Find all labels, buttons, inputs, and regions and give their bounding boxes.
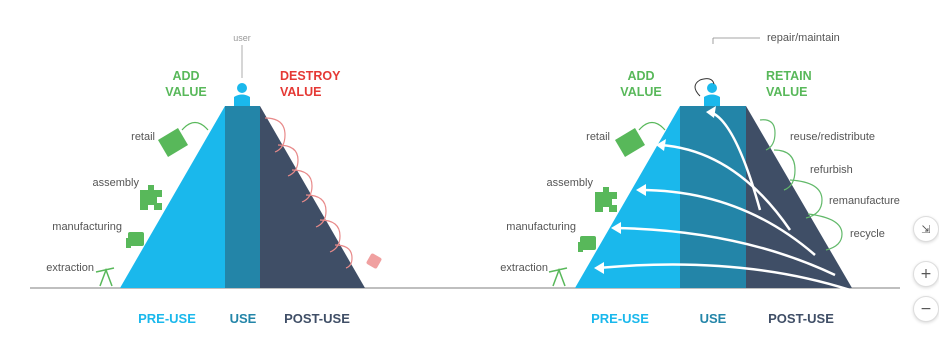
right-return-arrows [597, 110, 851, 292]
left-pre-use-section [120, 106, 225, 288]
right-retain-loops [759, 119, 843, 251]
right-loop-recycle: recycle [850, 228, 885, 240]
right-process-manufacturing: manufacturing [506, 221, 576, 233]
right-post-use-section [746, 106, 852, 288]
left-retail-tag-icon [158, 121, 209, 157]
right-stage-pre-use: PRE-USE [591, 311, 649, 326]
left-waste-tag-icon [366, 253, 382, 269]
right-assembly-puzzle-icon [595, 187, 617, 212]
compress-icon: ⇲ [921, 222, 931, 236]
left-destroy-value-line2: VALUE [280, 85, 321, 99]
left-process-retail: retail [131, 131, 155, 143]
left-user-body [234, 94, 250, 106]
right-repair-loop-arrow [694, 78, 715, 97]
right-retail-tag-icon [615, 121, 666, 157]
left-user-icon [237, 83, 247, 93]
plus-icon: + [920, 266, 932, 282]
right-process-assembly: assembly [547, 177, 594, 189]
right-add-value-line1: ADD [627, 69, 654, 83]
left-stage-use: USE [230, 311, 257, 326]
right-process-extraction: extraction [500, 262, 548, 274]
left-assembly-puzzle-icon [140, 185, 162, 210]
right-manufacturing-hand-icon [578, 236, 596, 252]
minus-icon: − [920, 301, 932, 317]
zoom-in-button[interactable]: + [913, 261, 939, 287]
fit-screen-button[interactable]: ⇲ [913, 216, 939, 242]
left-extraction-pump-icon [95, 267, 115, 287]
zoom-out-button[interactable]: − [913, 296, 939, 322]
right-loop-reuse: reuse/redistribute [790, 131, 875, 143]
left-add-value-line2: VALUE [165, 85, 206, 99]
right-stage-post-use: POST-USE [768, 311, 834, 326]
left-pyramid [95, 45, 382, 288]
right-add-value-line2: VALUE [620, 85, 661, 99]
left-use-section [225, 106, 260, 288]
left-add-value-line1: ADD [172, 69, 199, 83]
right-pyramid [548, 37, 852, 292]
left-user-label: user [233, 33, 251, 43]
left-post-use-section [260, 106, 365, 288]
right-loop-refurbish: refurbish [810, 164, 853, 176]
right-stage-use: USE [700, 311, 727, 326]
left-manufacturing-hand-icon [126, 232, 144, 248]
left-process-manufacturing: manufacturing [52, 221, 122, 233]
left-process-assembly: assembly [93, 177, 140, 189]
right-loop-remanufacture: remanufacture [829, 195, 900, 207]
left-stage-pre-use: PRE-USE [138, 311, 196, 326]
left-stage-post-use: POST-USE [284, 311, 350, 326]
left-destroy-loops [264, 117, 353, 269]
right-use-section [680, 106, 746, 288]
right-repair-label: repair/maintain [767, 32, 840, 44]
right-user-icon [707, 83, 717, 93]
right-retain-value-line2: VALUE [766, 85, 807, 99]
right-retain-value-line1: RETAIN [766, 69, 812, 83]
left-destroy-value-line1: DESTROY [280, 69, 341, 83]
right-pre-use-section [575, 106, 680, 288]
right-process-retail: retail [586, 131, 610, 143]
right-extraction-pump-icon [548, 267, 568, 287]
right-user-body [704, 94, 720, 106]
left-process-extraction: extraction [46, 262, 94, 274]
